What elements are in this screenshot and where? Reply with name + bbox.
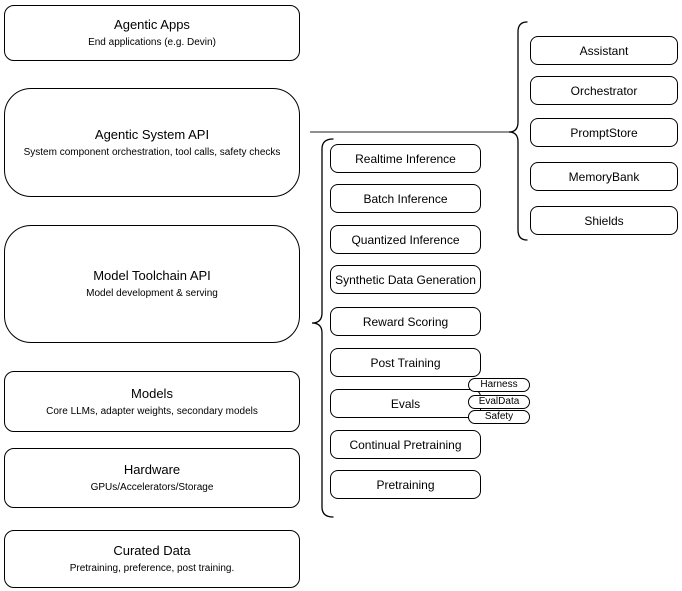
layer-title: Curated Data [113,543,191,558]
toolchain-item-quantized-inference: Quantized Inference [330,225,481,254]
layer-subtitle: End applications (e.g. Devin) [88,37,216,48]
layer-title: Model Toolchain API [93,268,211,283]
layer-title: Agentic System API [94,126,210,142]
toolchain-item-batch-inference: Batch Inference [330,184,481,213]
system-component-assistant: Assistant [530,36,678,65]
eval-tag-safety: Safety [468,410,530,424]
layer-subtitle: Pretraining, preference, post training. [69,563,235,574]
layer-title: Models [131,385,173,401]
system-component-orchestrator: Orchestrator [530,76,678,105]
layer-subtitle: GPUs/Accelerators/Storage [90,482,214,493]
toolchain-item-synthetic-data-generation: Synthetic Data Generation [330,265,481,294]
layer-subtitle: System component orchestration, tool cal… [23,146,281,158]
layer-model-toolchain-api: Model Toolchain API Model development & … [4,225,300,343]
system-component-shields: Shields [530,206,678,235]
layer-title: Agentic Apps [114,17,190,32]
layer-agentic-apps: Agentic Apps End applications (e.g. Devi… [4,5,300,61]
layer-subtitle: Core LLMs, adapter weights, secondary mo… [46,405,258,417]
layer-curated-data: Curated Data Pretraining, preference, po… [4,530,300,588]
components-bracket [508,21,528,241]
layer-hardware: Hardware GPUs/Accelerators/Storage [4,448,300,508]
toolchain-item-post-training: Post Training [330,348,481,377]
system-component-memorybank: MemoryBank [530,162,678,191]
toolchain-item-pretraining: Pretraining [330,470,481,499]
layer-agentic-system-api: Agentic System API System component orch… [4,88,300,197]
eval-tag-evaldata: EvalData [468,395,530,409]
layer-subtitle: Model development & serving [86,288,218,299]
eval-tag-harness: Harness [468,378,530,392]
toolchain-item-reward-scoring: Reward Scoring [330,307,481,336]
toolchain-item-realtime-inference: Realtime Inference [330,144,481,173]
layer-title: Hardware [123,462,181,477]
toolchain-item-evals: Evals [330,389,481,418]
toolchain-item-continual-pretraining: Continual Pretraining [330,430,481,459]
layer-models: Models Core LLMs, adapter weights, secon… [4,371,300,432]
system-component-promptstore: PromptStore [530,118,678,147]
